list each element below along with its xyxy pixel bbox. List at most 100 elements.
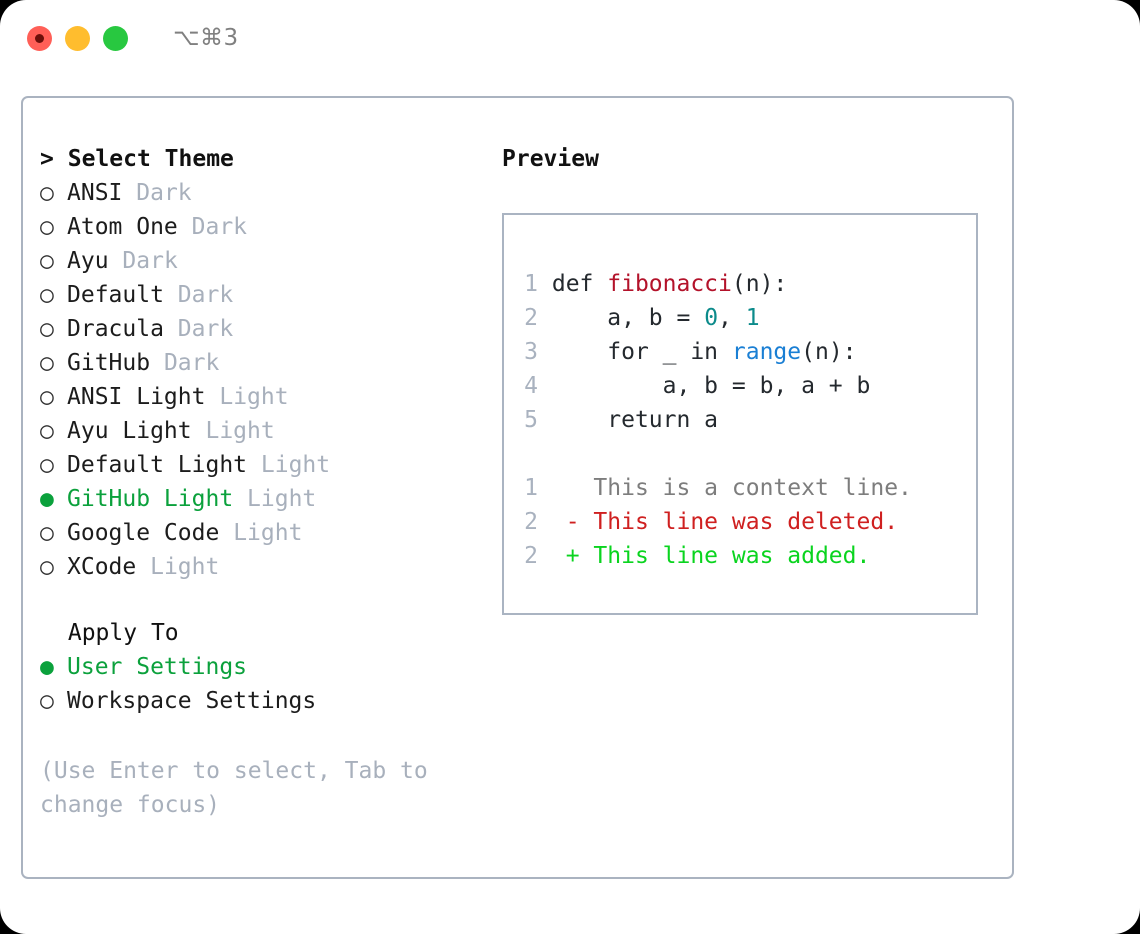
code-token: a, b =	[551, 305, 705, 331]
spacer	[219, 516, 233, 550]
apply-to-list: ● User Settings○ Workspace Settings	[40, 650, 480, 718]
spacer	[54, 312, 67, 346]
preview-column: Preview 1 def fibonacci(n):2 a, b = 0, 1…	[502, 142, 1002, 615]
theme-list: ○ ANSI Dark○ Atom One Dark○ Ayu Dark○ De…	[40, 176, 480, 584]
radio-unselected-icon: ○	[40, 248, 54, 274]
apply-to-heading-text: Apply To	[67, 620, 179, 646]
theme-list-item[interactable]: ○ Google Code Light	[40, 516, 480, 550]
radio-unselected-icon: ○	[40, 418, 54, 444]
spacer	[54, 550, 67, 584]
theme-variant-tag: Dark	[136, 180, 192, 206]
theme-name: Ayu	[67, 248, 109, 274]
close-button[interactable]	[27, 25, 52, 51]
heading-text: Select Theme	[67, 146, 234, 172]
radio-selected-icon: ●	[40, 486, 54, 512]
spacer	[40, 584, 480, 616]
code-token: 0	[704, 305, 719, 331]
spacer	[54, 380, 67, 414]
radio-selected-icon: ●	[40, 654, 54, 680]
diff-marker: -	[565, 509, 580, 535]
spacer	[54, 346, 67, 380]
theme-name: Atom One	[67, 214, 178, 240]
spacer	[150, 346, 164, 380]
diff-marker	[566, 475, 580, 501]
theme-list-item[interactable]: ○ Atom One Dark	[40, 210, 480, 244]
maximize-button[interactable]	[103, 25, 128, 51]
radio-unselected-icon: ○	[40, 554, 54, 580]
diff-line: 1 This is a context line.	[524, 471, 976, 505]
theme-name: ANSI	[67, 180, 123, 206]
minimize-button[interactable]	[65, 25, 90, 51]
theme-variant-tag: Dark	[122, 248, 178, 274]
heading-marker: >	[40, 146, 54, 172]
theme-list-item[interactable]: ○ Default Dark	[40, 278, 480, 312]
apply-to-item[interactable]: ○ Workspace Settings	[40, 684, 480, 718]
code-line: 5 return a	[524, 403, 976, 437]
radio-unselected-icon: ○	[40, 520, 54, 546]
keyboard-hint: (Use Enter to select, Tab to change focu…	[40, 758, 428, 818]
theme-list-item[interactable]: ○ XCode Light	[40, 550, 480, 584]
theme-name: XCode	[67, 554, 137, 580]
diff-line: 2 + This line was added.	[524, 539, 976, 573]
theme-variant-tag: Light	[219, 384, 289, 410]
select-theme-heading: > Select Theme	[40, 142, 480, 176]
spacer	[54, 620, 68, 646]
spacer	[233, 482, 247, 516]
apply-to-label: User Settings	[67, 654, 248, 680]
spacer	[54, 210, 67, 244]
radio-unselected-icon: ○	[40, 384, 54, 410]
code-line: 3 for _ in range(n):	[524, 335, 976, 369]
close-icon	[35, 33, 44, 43]
spacer	[40, 718, 480, 754]
line-number: 3	[524, 339, 538, 365]
theme-name: Default Light	[67, 452, 248, 478]
diff-text: This is a context line.	[579, 475, 912, 501]
code-token: a, b = b, a + b	[551, 373, 871, 399]
theme-name: ANSI Light	[67, 384, 206, 410]
theme-name: Ayu Light	[67, 418, 192, 444]
diff-line: 2 - This line was deleted.	[524, 505, 976, 539]
theme-variant-tag: Light	[205, 418, 275, 444]
spacer	[524, 437, 976, 471]
theme-list-item[interactable]: ○ ANSI Dark	[40, 176, 480, 210]
radio-unselected-icon: ○	[40, 316, 54, 342]
apply-to-item[interactable]: ● User Settings	[40, 650, 480, 684]
spacer	[178, 210, 192, 244]
spacer	[164, 278, 178, 312]
code-line: 1 def fibonacci(n):	[524, 267, 976, 301]
spacer	[247, 448, 261, 482]
theme-name: GitHub	[67, 350, 151, 376]
theme-variant-tag: Light	[150, 554, 220, 580]
apply-to-label: Workspace Settings	[67, 688, 317, 714]
theme-variant-tag: Dark	[191, 214, 248, 240]
code-token: (n):	[801, 339, 857, 365]
theme-list-item[interactable]: ● GitHub Light Light	[40, 482, 480, 516]
spacer	[54, 482, 67, 516]
theme-name: GitHub Light	[67, 486, 234, 512]
line-number: 2	[524, 305, 538, 331]
spacer	[122, 176, 136, 210]
title-bar: ⌥⌘3	[0, 0, 1140, 76]
theme-list-item[interactable]: ○ Dracula Dark	[40, 312, 480, 346]
diff-text: This line was deleted.	[579, 509, 899, 535]
line-number: 1	[524, 475, 538, 501]
radio-unselected-icon: ○	[40, 452, 54, 478]
theme-picker-column: > Select Theme ○ ANSI Dark○ Atom One Dar…	[40, 142, 480, 822]
theme-list-item[interactable]: ○ Ayu Dark	[40, 244, 480, 278]
line-number: 2	[524, 543, 538, 569]
theme-variant-tag: Dark	[163, 350, 220, 376]
theme-list-item[interactable]: ○ Default Light Light	[40, 448, 480, 482]
theme-name: Dracula	[67, 316, 164, 342]
radio-unselected-icon: ○	[40, 180, 54, 206]
preview-title: Preview	[502, 146, 599, 172]
code-token: fibonacci	[607, 271, 732, 297]
theme-list-item[interactable]: ○ Ayu Light Light	[40, 414, 480, 448]
theme-list-item[interactable]: ○ ANSI Light Light	[40, 380, 480, 414]
spacer	[54, 278, 67, 312]
theme-list-item[interactable]: ○ GitHub Dark	[40, 346, 480, 380]
line-number: 5	[524, 407, 538, 433]
diff-text: This line was added.	[579, 543, 871, 569]
